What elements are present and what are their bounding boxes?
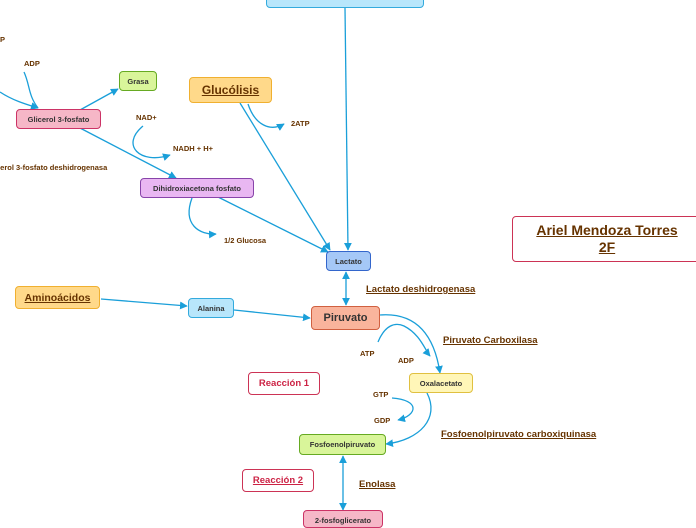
- label-adp-top: ADP: [24, 59, 40, 68]
- arrow-gtp-gdp: [391, 397, 414, 423]
- author-box[interactable]: Ariel Mendoza Torres 2F: [512, 216, 696, 262]
- arrow-glicerol-dhap: [79, 127, 177, 179]
- top-root-node[interactable]: [266, 0, 424, 8]
- arrow-root-lactato: [344, 7, 352, 251]
- label-p-top: P: [0, 35, 6, 44]
- arrow-oxalacetato-pep: [385, 392, 432, 448]
- label-adp: ADP: [398, 356, 414, 365]
- arrow-piruvato-oxalacetato: [379, 314, 443, 374]
- arrow-adp-glicerol: [23, 71, 39, 109]
- node-reaccion-2-text: Reacción 2: [252, 475, 304, 486]
- arrow-glucolisis-2atp: [247, 103, 285, 131]
- label-enzyme-glicerol: Glicerol 3-fosfato deshidrogenasa: [0, 163, 107, 172]
- arrow-aminoacidos-alanina: [100, 298, 188, 310]
- label-2atp: 2ATP: [291, 119, 310, 128]
- node-alanina[interactable]: Alanina: [188, 298, 234, 318]
- label-atp: ATP: [360, 349, 375, 358]
- node-piruvato[interactable]: Piruvato: [311, 306, 380, 330]
- node-oxalacetato[interactable]: Oxalacetato: [409, 373, 473, 393]
- label-lactato-deshidrogenasa[interactable]: Lactato deshidrogenasa: [366, 284, 476, 295]
- arrow-atp-adp: [377, 323, 431, 357]
- label-pepck[interactable]: Fosfoenolpiruvato carboxiquinasa: [441, 429, 597, 440]
- label-gtp: GTP: [373, 390, 389, 399]
- node-glicerol-3-fosfato[interactable]: Glicerol 3-fosfato: [16, 109, 101, 129]
- label-enzyme-glicerol-text: Glicerol 3-fosfato deshidrogenasa: [0, 163, 108, 172]
- node-lactato[interactable]: Lactato: [326, 251, 371, 271]
- arrow-nad-nadh: [132, 125, 171, 161]
- label-half-glucosa: 1/2 Glucosa: [224, 236, 267, 245]
- node-aminoacidos-text: Aminoácidos: [24, 291, 91, 304]
- label-piruvato-carboxilasa[interactable]: Piruvato Carboxilasa: [443, 335, 538, 346]
- node-glucolisis-text: Glucólisis: [201, 83, 260, 97]
- node-grasa[interactable]: Grasa: [119, 71, 157, 91]
- node-dihidroxiacetona-fosfato[interactable]: Dihidroxiacetona fosfato: [140, 178, 254, 198]
- node-fosfoenolpiruvato[interactable]: Fosfoenolpiruvato: [299, 434, 386, 455]
- label-nadh: NADH + H+: [173, 144, 214, 153]
- node-reaccion-2[interactable]: Reacción 2: [242, 469, 314, 492]
- label-nad: NAD+: [136, 113, 157, 122]
- arrow-glicerol-grasa: [79, 88, 119, 111]
- label-gdp: GDP: [374, 416, 391, 425]
- author-name: Ariel Mendoza Torres: [536, 222, 678, 238]
- arrow-alanina-piruvato: [233, 309, 311, 322]
- node-fosfoglicerato[interactable]: 2-fosfoglicerato: [303, 510, 383, 528]
- node-glucolisis[interactable]: Glucólisis: [189, 77, 272, 103]
- author-group: 2F: [598, 239, 616, 255]
- node-reaccion-1[interactable]: Reacción 1: [248, 372, 320, 395]
- label-enolasa[interactable]: Enolasa: [359, 479, 396, 490]
- node-fosfoglicerato-text: 2-fosfoglicerato: [314, 516, 372, 525]
- arrow-dhap-glucosa: [188, 197, 217, 239]
- arrow-left-glicerol: [0, 91, 39, 110]
- arrow-glucolisis-lactato: [239, 102, 331, 251]
- arrow-dhap-lactato: [217, 196, 329, 253]
- node-aminoacidos[interactable]: Aminoácidos: [15, 286, 100, 309]
